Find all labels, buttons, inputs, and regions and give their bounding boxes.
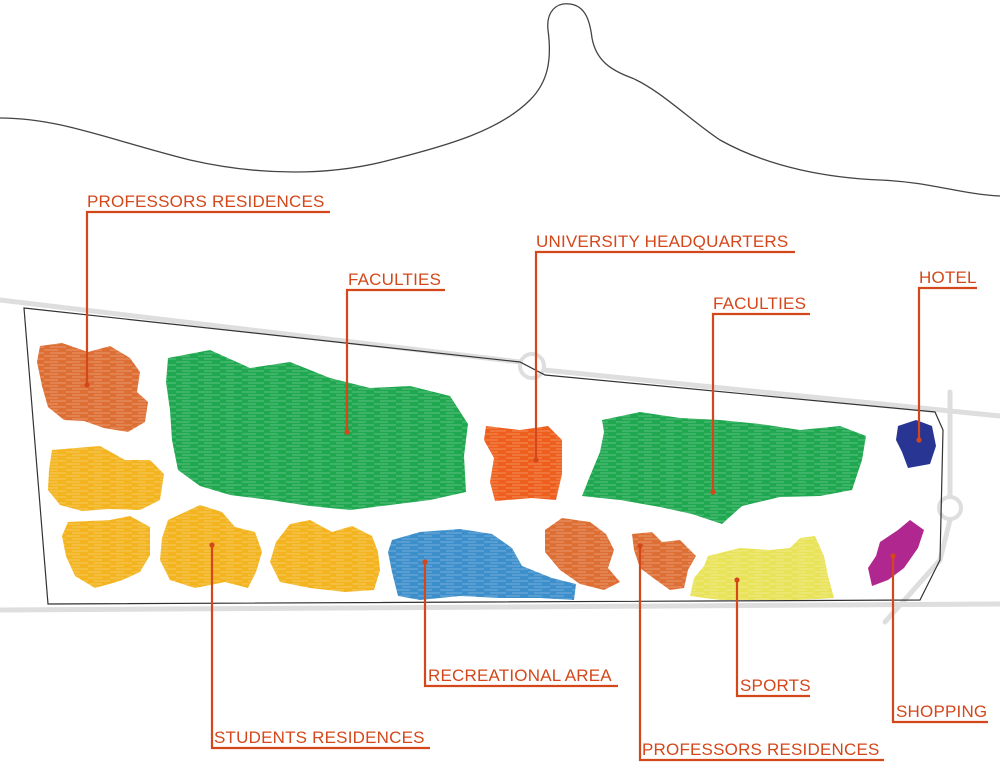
zone-hotel [896, 420, 936, 468]
roundabout-north [518, 352, 546, 380]
callout-sports: SPORTS [734, 577, 811, 698]
roundabout-east [937, 495, 963, 521]
callout-professors-residences-bottom: PROFESSORS RESIDENCES [637, 543, 884, 762]
label-students-residences: STUDENTS RESIDENCES [214, 728, 425, 747]
callout-students-residences: STUDENTS RESIDENCES [209, 542, 430, 750]
callout-professors-residences-top: PROFESSORS RESIDENCES [84, 192, 330, 388]
label-hotel: HOTEL [919, 268, 977, 287]
mountain-outline [0, 3, 1000, 197]
callout-faculties-central: FACULTIES [344, 270, 445, 435]
callout-university-headquarters: UNIVERSITY HEADQUARTERS [533, 232, 795, 463]
label-professors-residences-bottom: PROFESSORS RESIDENCES [642, 740, 880, 759]
label-sports: SPORTS [740, 676, 811, 695]
road-south [0, 601, 1000, 613]
zone-shopping [868, 520, 924, 586]
road-network [0, 297, 1000, 625]
callout-hotel: HOTEL [916, 268, 977, 443]
zone-texture [37, 343, 866, 600]
site-boundary [23, 307, 944, 605]
label-faculties-central: FACULTIES [348, 270, 441, 289]
label-recreational-area: RECREATIONAL AREA [428, 666, 612, 685]
label-shopping: SHOPPING [896, 702, 987, 721]
callout-recreational-area: RECREATIONAL AREA [422, 559, 618, 688]
callout-shopping: SHOPPING [890, 553, 988, 724]
label-faculties-east: FACULTIES [713, 294, 806, 313]
callout-faculties-east: FACULTIES [710, 294, 810, 495]
road-north-east [541, 367, 1000, 419]
label-university-headquarters: UNIVERSITY HEADQUARTERS [536, 232, 788, 251]
labels: PROFESSORS RESIDENCES FACULTIES UNIVERSI… [84, 192, 988, 762]
label-professors-residences-top: PROFESSORS RESIDENCES [87, 192, 325, 211]
